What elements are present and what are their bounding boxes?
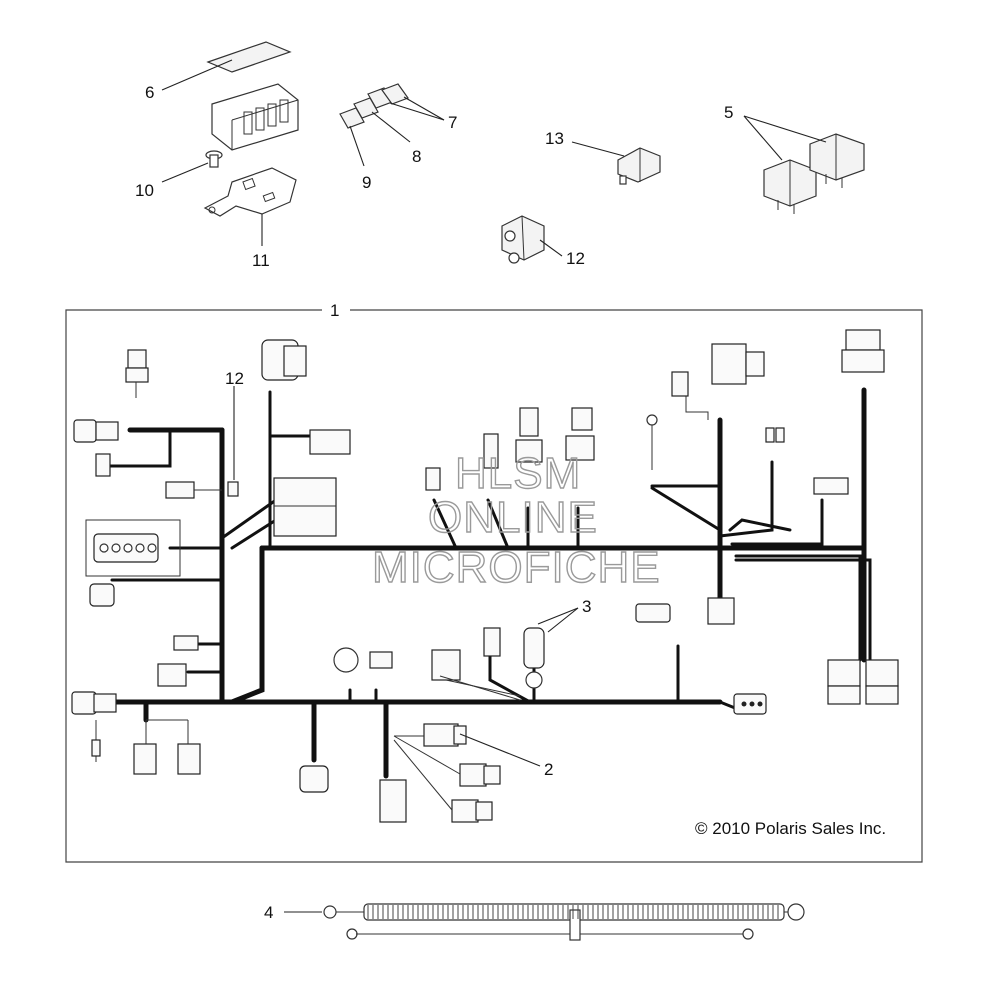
watermark-line2: ONLINE (428, 493, 598, 542)
cable-4-sleeve-ridges (367, 905, 779, 919)
part-6-label (206, 41, 292, 73)
harness-connectors (71, 329, 899, 823)
callout-6: 6 (145, 83, 154, 102)
callout-7: 7 (448, 113, 457, 132)
callout-9: 9 (362, 173, 371, 192)
part-11-bracket (203, 167, 297, 217)
part-4-battery-cable (323, 903, 805, 941)
callout-8: 8 (412, 147, 421, 166)
watermark-line3: MICROFICHE (372, 543, 661, 592)
part-12-switch (501, 215, 545, 264)
watermark: HLSM ONLINE MICROFICHE (371, 448, 661, 592)
callout-10: 10 (135, 181, 154, 200)
callout-12-top: 12 (566, 249, 585, 268)
main-harness-wires (93, 387, 872, 779)
part-10-screw (205, 150, 223, 168)
callout-12-harness: 12 (225, 369, 244, 388)
part-5-relays (763, 133, 865, 214)
harness-frame (65, 309, 923, 863)
callout-13: 13 (545, 129, 564, 148)
copyright-text: © 2010 Polaris Sales Inc. (695, 819, 886, 838)
callout-2: 2 (544, 760, 553, 779)
watermark-line1: HLSM (455, 449, 581, 498)
callout-5: 5 (724, 103, 733, 122)
part-13-connector (617, 147, 661, 185)
callout-4: 4 (264, 903, 273, 922)
callout-11: 11 (252, 251, 270, 270)
callout-3: 3 (582, 597, 591, 616)
fuse-box (211, 83, 299, 151)
callout-1: 1 (330, 301, 339, 320)
fuses-7-8-9 (339, 83, 409, 129)
